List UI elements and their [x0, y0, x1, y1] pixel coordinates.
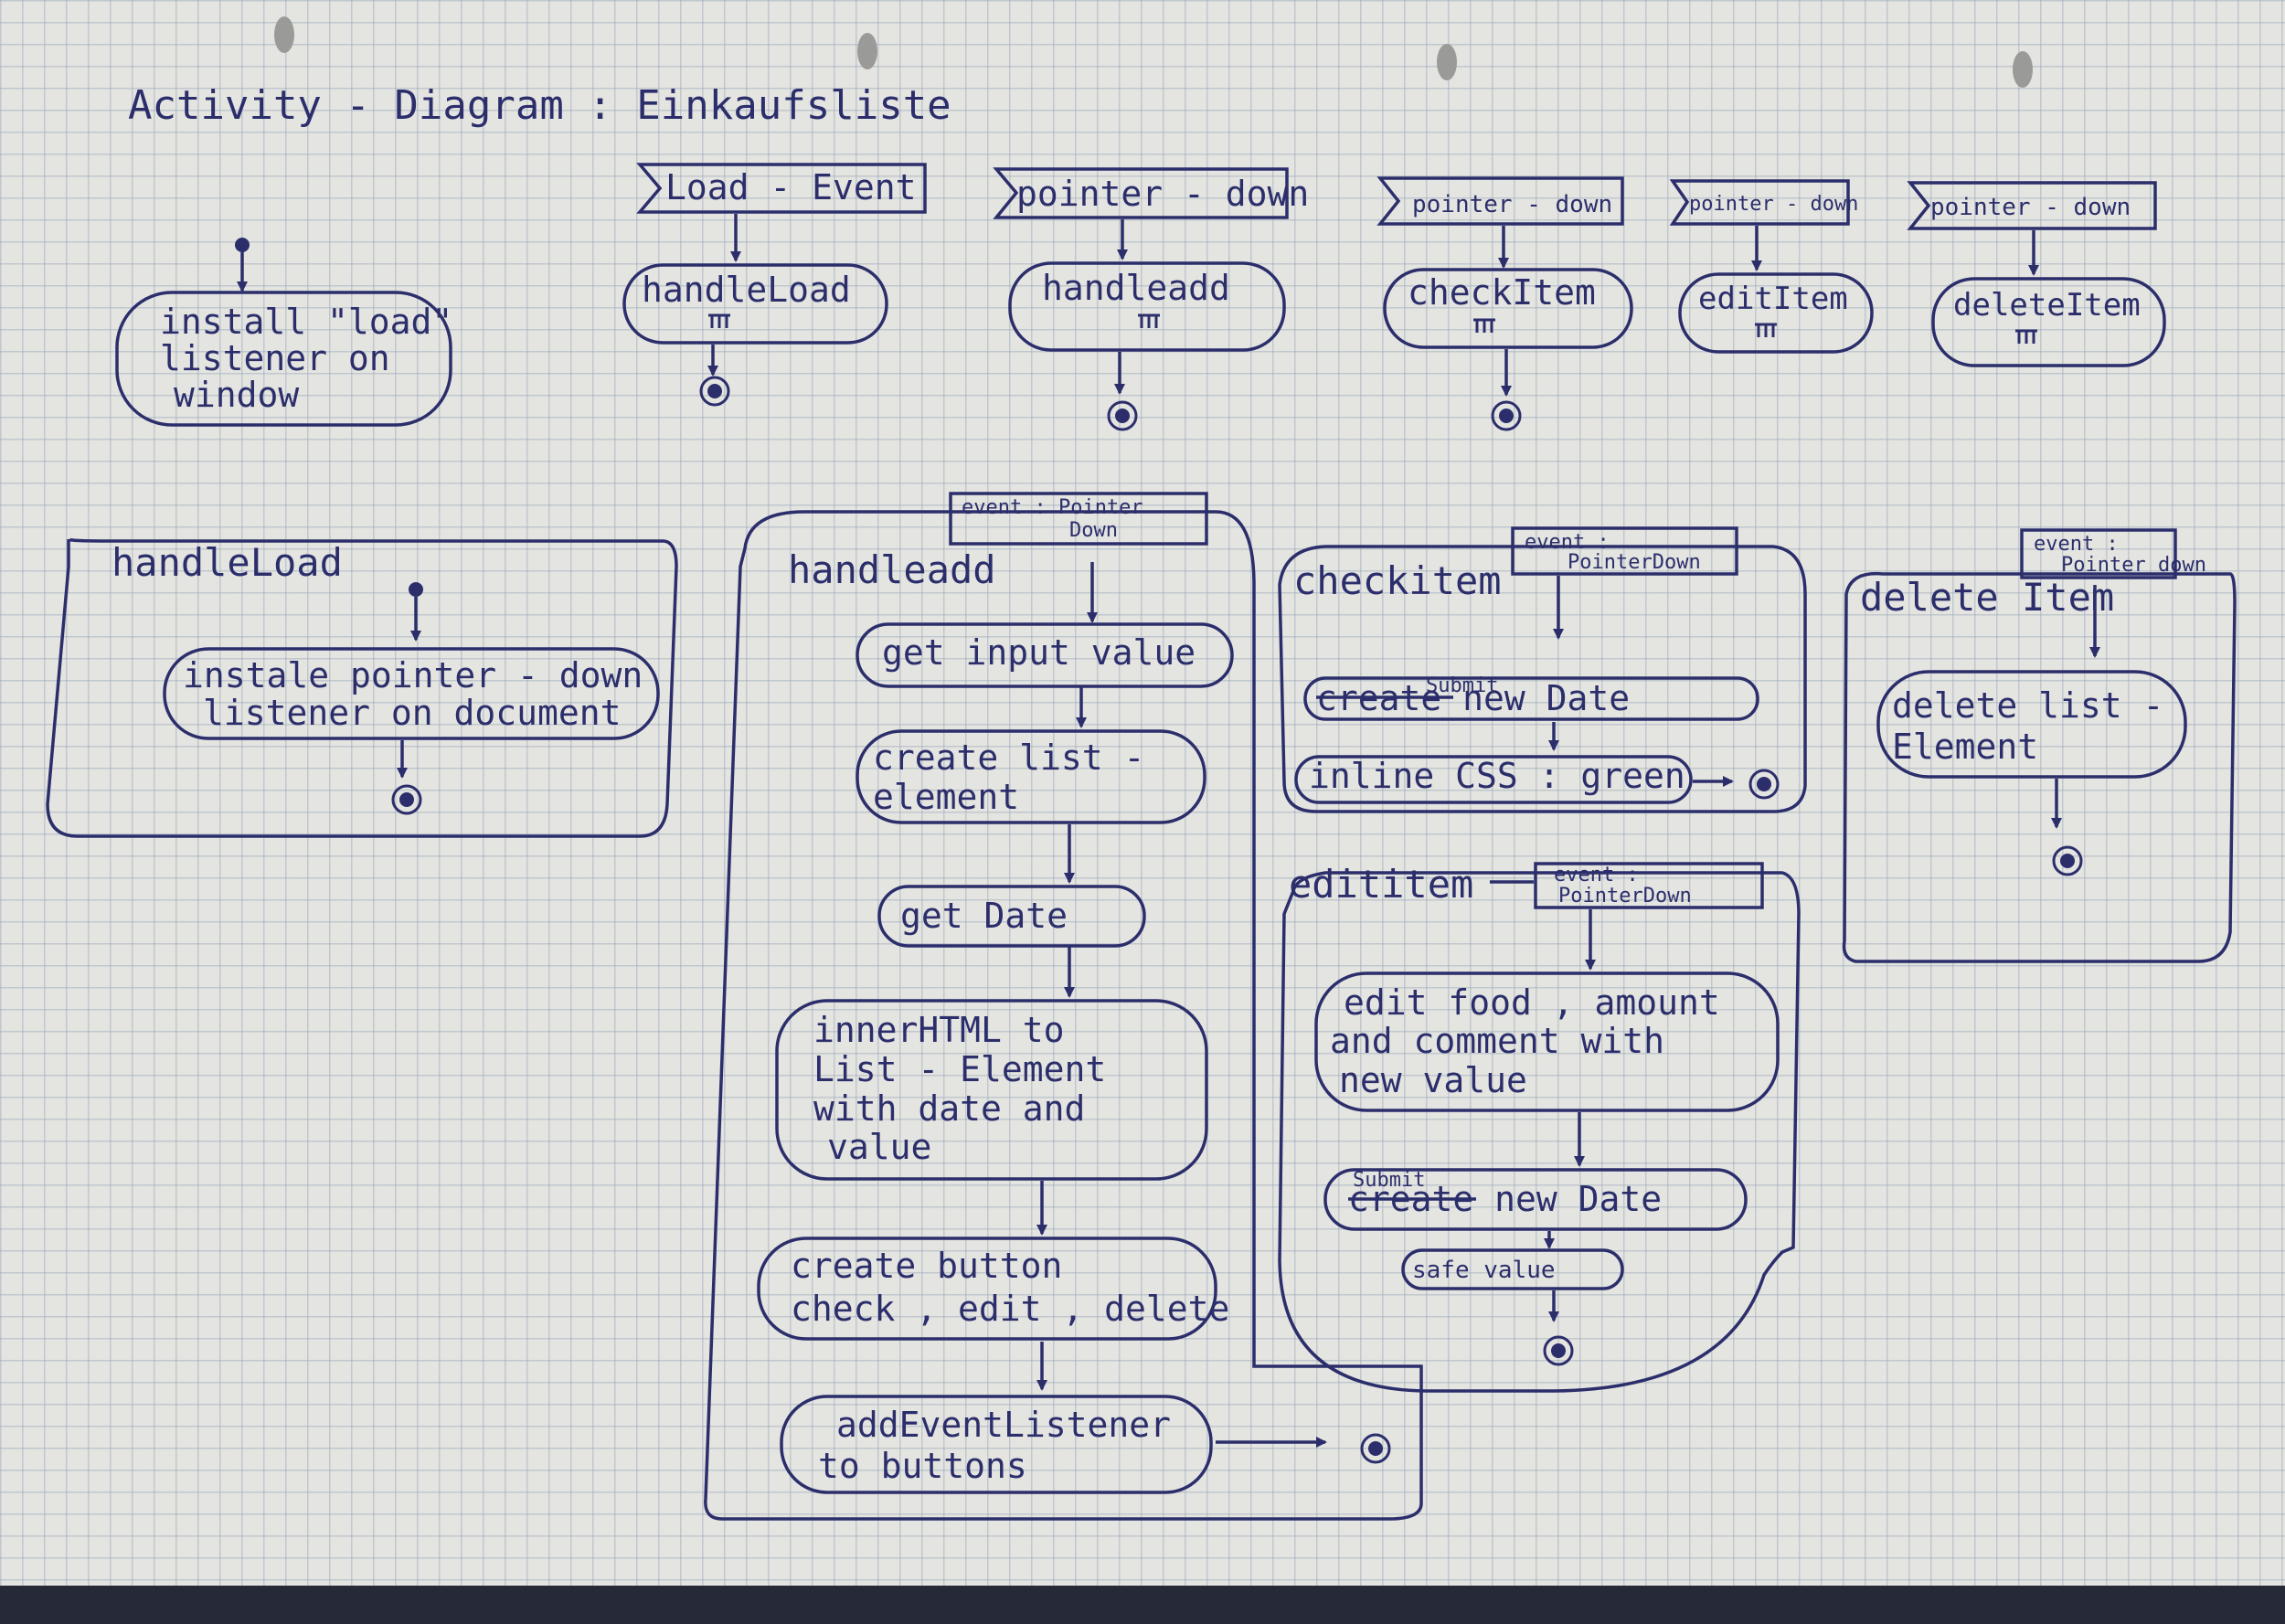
frame-handleadd: event : Pointer Down handleadd get input… — [704, 492, 1423, 1521]
action-checkItem: checkItem — [1383, 268, 1633, 431]
signal-label: pointer - down — [1016, 174, 1309, 214]
action-line-1: instale pointer - down — [183, 655, 643, 695]
action-editItem: editItem — [1678, 272, 1874, 354]
action-line-2: and comment with — [1330, 1021, 1664, 1061]
action-line-1: innerHTML to — [813, 1010, 1065, 1050]
signal-load-event: Load - Event — [636, 163, 927, 262]
action-get-date — [877, 885, 1146, 948]
action-label: get Date — [900, 896, 1068, 936]
frame-title: delete Item — [1860, 575, 2114, 620]
binder-hole — [1437, 44, 1457, 80]
action-line-1: addEventListener — [836, 1405, 1171, 1445]
action-line-2: check , edit , delete — [791, 1289, 1229, 1329]
action-handleadd: handleadd — [1008, 261, 1286, 431]
correction-note: Submit — [1353, 1169, 1425, 1192]
diagram-title: Activity - Diagram : Einkaufsliste — [128, 82, 951, 129]
action-line-1: edit food , amount — [1344, 982, 1720, 1023]
action-safe-value — [1401, 1248, 1624, 1290]
action-delete-list-element — [1876, 670, 2187, 779]
install-load-listener-action: install "load" listener on window — [115, 291, 452, 427]
final-node — [1748, 769, 1780, 800]
action-line-1: create button — [791, 1246, 1062, 1286]
action-label: checkItem — [1408, 272, 1596, 313]
binder-hole — [2013, 51, 2033, 88]
action-innerhtml — [775, 999, 1208, 1181]
frame-deleteItem: event : Pointer down delete Item delete … — [1842, 528, 2237, 963]
signal-pointer-down-edit: pointer - down — [1669, 179, 1858, 271]
action-label: inline CSS : green — [1309, 756, 1685, 796]
param-line-2: PointerDown — [1568, 551, 1701, 574]
param-line-1: event : — [1525, 531, 1610, 554]
action-line-3: new value — [1339, 1060, 1527, 1100]
frame-title: edititem — [1289, 862, 1473, 907]
action-label: editItem — [1698, 281, 1848, 317]
final-node — [1107, 400, 1138, 431]
event-parameter — [2020, 528, 2177, 579]
action-edit-food-amount — [1314, 971, 1780, 1112]
frame-title: checkitem — [1293, 558, 1502, 603]
action-line-1: create list - — [873, 738, 1144, 778]
final-node — [699, 376, 730, 407]
action-label: handleLoad — [642, 270, 851, 310]
frame-handleLoad: handleLoad instale pointer - down listen… — [46, 537, 678, 838]
action-create-new-date — [1303, 676, 1759, 721]
action-label: get input value — [882, 632, 1196, 673]
action-line-2: List - Element — [813, 1049, 1106, 1089]
action-line-3: with date and — [813, 1088, 1085, 1129]
param-line-1: event : — [2034, 533, 2119, 556]
signal-label: pointer - down — [1412, 191, 1612, 218]
param-line-2: Down — [1069, 519, 1118, 542]
frame-edititem: edititem event : PointerDown edit food ,… — [1278, 862, 1801, 1393]
signal-label: pointer - down — [1689, 193, 1858, 216]
action-line-2: listener on document — [203, 693, 622, 733]
initial-node — [235, 238, 250, 292]
action-label: deleteItem — [1953, 287, 2141, 324]
binder-hole — [857, 33, 877, 69]
final-node — [2052, 845, 2083, 876]
frame-title: handleadd — [788, 547, 996, 592]
event-parameter — [949, 492, 1208, 546]
action-install-pointer-listener — [163, 647, 660, 740]
action-label: handleadd — [1042, 268, 1230, 308]
frame-title: handleLoad — [112, 540, 343, 585]
table-edge — [0, 1586, 2285, 1624]
action-line-1: delete list - — [1892, 685, 2163, 726]
action-get-input-value — [856, 622, 1234, 688]
install-line-3: window — [174, 375, 299, 415]
install-line-2: listener on — [160, 338, 390, 378]
action-label: safe value — [1412, 1257, 1556, 1284]
action-inline-css-green — [1294, 755, 1693, 804]
install-line-1: install "load" — [160, 302, 452, 342]
param-line-1: event : Pointer — [962, 496, 1143, 519]
correction-note: Submit — [1426, 674, 1498, 697]
final-node — [1543, 1335, 1574, 1366]
param-line-2: Pointer down — [2061, 554, 2206, 577]
param-line-2: PointerDown — [1558, 885, 1692, 908]
signal-label: pointer - down — [1930, 194, 2131, 221]
signal-label: Load - Event — [665, 167, 917, 207]
binder-hole — [274, 16, 294, 53]
event-parameter — [1511, 526, 1738, 576]
action-line-2: element — [873, 777, 1019, 817]
final-node — [391, 784, 422, 815]
action-create-new-date — [1323, 1168, 1748, 1231]
action-create-list-element — [856, 729, 1206, 824]
action-handleLoad: handleLoad — [622, 263, 888, 407]
action-line-4: value — [827, 1127, 931, 1167]
final-node — [1360, 1433, 1391, 1464]
signal-pointer-down-check: pointer - down — [1376, 176, 1624, 269]
final-node — [1491, 400, 1522, 431]
param-line-1: event : — [1554, 864, 1639, 886]
signal-pointer-down-delete: pointer - down — [1907, 181, 2157, 276]
action-add-event-listener — [780, 1395, 1213, 1494]
signal-pointer-down-add: pointer - down — [993, 167, 1309, 260]
frame-checkitem: event : PointerDown checkitem create new… — [1278, 526, 1807, 813]
event-parameter — [1534, 862, 1764, 909]
action-line-2: to buttons — [818, 1446, 1027, 1486]
action-create-buttons — [757, 1237, 1217, 1341]
action-deleteItem: deleteItem — [1931, 277, 2166, 367]
action-line-2: Element — [1892, 727, 2038, 767]
